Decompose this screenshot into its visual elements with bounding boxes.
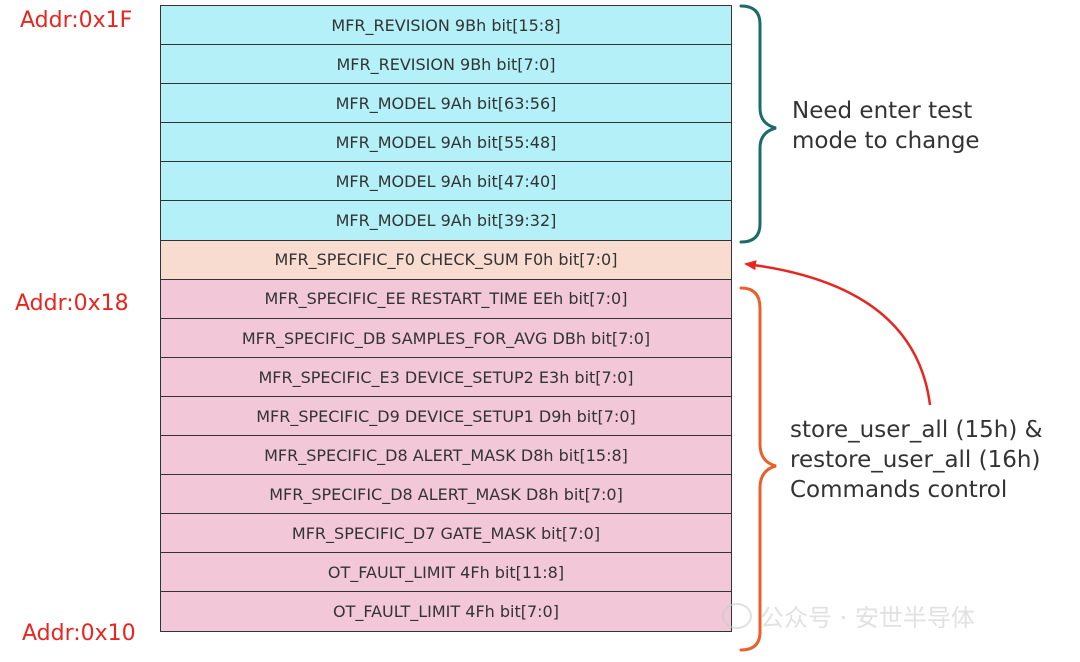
register-row: MFR_REVISION 9Bh bit[7:0] [160, 44, 732, 85]
register-row: MFR_REVISION 9Bh bit[15:8] [160, 5, 732, 46]
store-restore-brace [739, 286, 777, 652]
register-row: MFR_MODEL 9Ah bit[39:32] [160, 200, 732, 242]
test-mode-note-line2: mode to change [792, 128, 980, 154]
store-restore-note-line2: restore_user_all (16h) [790, 447, 1041, 473]
register-row: MFR_MODEL 9Ah bit[55:48] [160, 122, 732, 163]
watermark-text: 公众号 · 安世半导体 [760, 604, 975, 632]
checksum-arrow [744, 260, 932, 406]
store-restore-note-line1: store_user_all (15h) & [790, 417, 1043, 443]
register-row: MFR_SPECIFIC_D8 ALERT_MASK D8h bit[15:8] [160, 435, 732, 476]
register-row: MFR_MODEL 9Ah bit[47:40] [160, 161, 732, 202]
register-row: MFR_SPECIFIC_F0 CHECK_SUM F0h bit[7:0] [160, 239, 732, 281]
register-row: MFR_SPECIFIC_D9 DEVICE_SETUP1 D9h bit[7:… [160, 395, 732, 437]
register-row: MFR_SPECIFIC_EE RESTART_TIME EEh bit[7:0… [160, 278, 732, 320]
wechat-icon [722, 602, 752, 629]
register-row: MFR_SPECIFIC_E3 DEVICE_SETUP2 E3h bit[7:… [160, 356, 732, 398]
store-restore-note-line3: Commands control [790, 477, 1008, 503]
store-restore-note: store_user_all (15h) & restore_user_all … [790, 415, 1043, 505]
register-row: MFR_SPECIFIC_D7 GATE_MASK bit[7:0] [160, 513, 732, 554]
test-mode-note-line1: Need enter test [792, 98, 973, 124]
register-row: OT_FAULT_LIMIT 4Fh bit[7:0] [160, 591, 732, 632]
register-row: OT_FAULT_LIMIT 4Fh bit[11:8] [160, 552, 732, 593]
register-table: MFR_REVISION 9Bh bit[15:8]MFR_REVISION 9… [160, 5, 732, 632]
test-mode-brace [739, 4, 777, 244]
register-row: MFR_SPECIFIC_D8 ALERT_MASK D8h bit[7:0] [160, 474, 732, 515]
watermark: 公众号 · 安世半导体 [722, 598, 975, 633]
register-row: MFR_MODEL 9Ah bit[63:56] [160, 83, 732, 124]
address-label-top: Addr:0x1F [20, 8, 133, 33]
address-label-mid: Addr:0x18 [15, 291, 129, 316]
address-label-bottom: Addr:0x10 [22, 621, 136, 646]
test-mode-note: Need enter test mode to change [792, 96, 980, 156]
register-row: MFR_SPECIFIC_DB SAMPLES_FOR_AVG DBh bit[… [160, 317, 732, 359]
